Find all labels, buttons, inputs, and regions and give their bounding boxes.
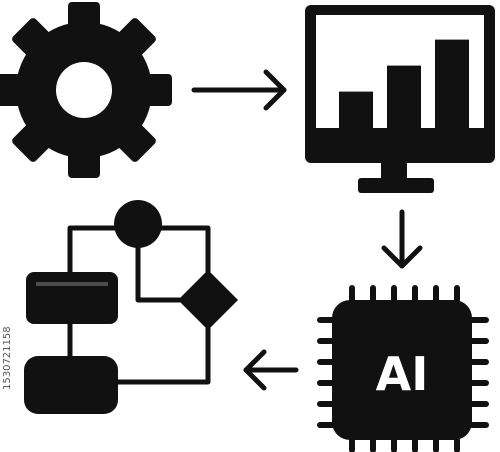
stock-id-text: 1530721158 xyxy=(2,326,13,390)
ai-chip-icon: AI xyxy=(317,285,489,452)
ai-label: AI xyxy=(376,347,429,401)
arrow-down-icon xyxy=(381,209,423,269)
gear-icon xyxy=(0,2,172,178)
chart-bar xyxy=(339,91,373,128)
arrow-right-icon xyxy=(191,69,287,111)
arrow-left-icon xyxy=(243,349,299,391)
monitor-bar-chart-icon xyxy=(305,5,495,193)
chart-bar xyxy=(435,39,469,128)
flowchart-icon xyxy=(24,200,238,414)
chart-bar xyxy=(387,65,421,128)
